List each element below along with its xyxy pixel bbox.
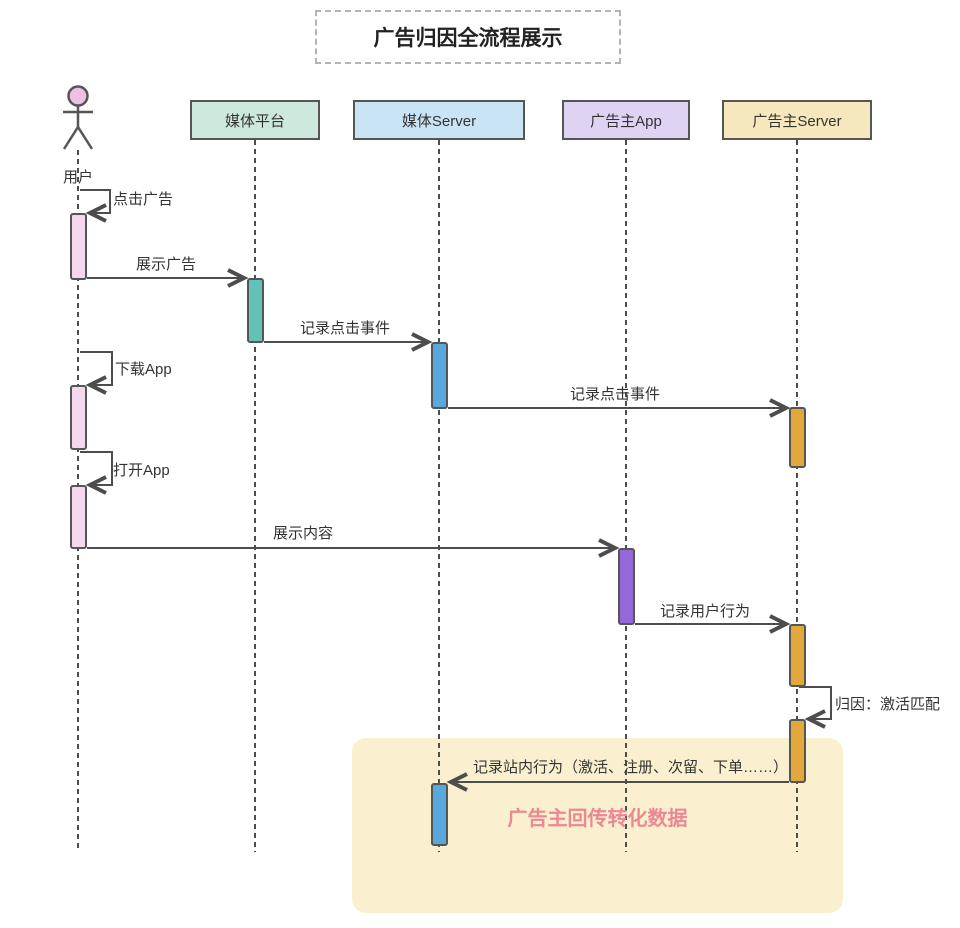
message-label-attribution-match: 归因：激活匹配 (835, 696, 941, 713)
message-label-record-user-behavior: 记录用户行为 (660, 603, 751, 620)
activation-user-1 (70, 213, 87, 280)
activation-advertiser-server-2 (789, 624, 806, 687)
activation-user-3 (70, 485, 87, 549)
diagram-title: 广告归因全流程展示 (315, 10, 621, 64)
actor-icon (62, 85, 94, 150)
activation-media-server-2 (431, 783, 448, 846)
participant-label: 媒体平台 (224, 112, 285, 130)
activation-advertiser-app (618, 548, 635, 625)
arrow-download-app (80, 351, 113, 385)
participant-label: 广告主Server (752, 112, 842, 130)
participant-label: 广告主App (590, 112, 662, 130)
participant-advertiser-app: 广告主App (562, 100, 690, 140)
participant-advertiser-server: 广告主Server (722, 100, 872, 140)
note-caption: 广告主回传转化数据 (507, 808, 688, 830)
activation-media-server-1 (431, 342, 448, 409)
message-label-record-click-advertiser: 记录点击事件 (570, 386, 661, 403)
participant-label: 媒体Server (401, 112, 477, 130)
activation-user-2 (70, 385, 87, 450)
message-label-click-ad: 点击广告 (113, 191, 174, 208)
arrow-attribution-match (799, 686, 832, 719)
activation-advertiser-server-3 (789, 719, 806, 783)
message-label-show-ad: 展示广告 (136, 256, 197, 273)
message-label-record-click-media: 记录点击事件 (300, 320, 391, 337)
arrow-click-ad (80, 189, 111, 213)
message-label-open-app: 打开App (113, 462, 170, 479)
activation-media-platform (247, 278, 264, 343)
participant-media-server: 媒体Server (353, 100, 525, 140)
actor-label: 用户 (62, 169, 93, 186)
participant-media-platform: 媒体平台 (190, 100, 320, 140)
message-label-download-app: 下载App (115, 361, 172, 378)
message-label-record-onsite-behavior: 记录站内行为（激活、注册、次留、下单……） (473, 759, 789, 776)
activation-advertiser-server-1 (789, 407, 806, 468)
message-label-show-content: 展示内容 (273, 525, 334, 542)
arrow-open-app (80, 451, 113, 485)
